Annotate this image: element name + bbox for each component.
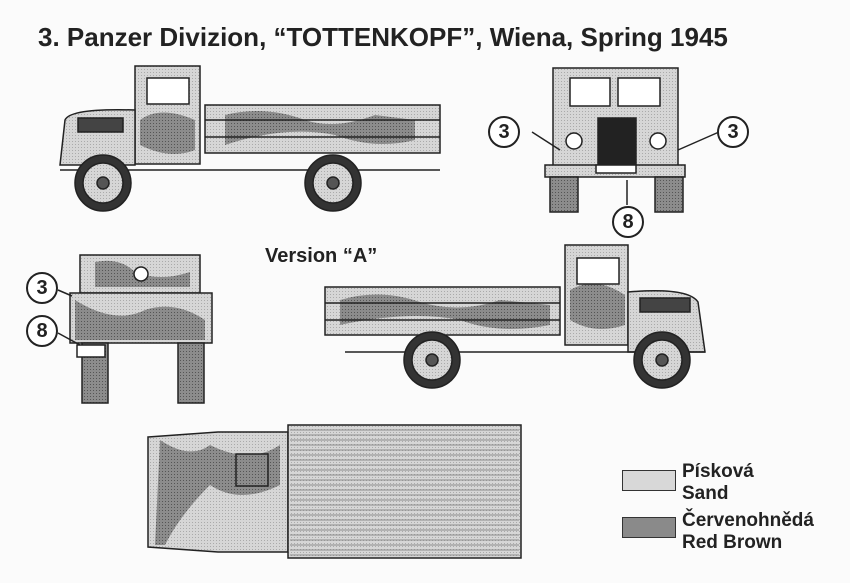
callout-front-right: 3: [717, 116, 749, 148]
side-view-left: [59, 65, 441, 212]
callout-front-bottom: 8: [612, 206, 644, 238]
callout-rear-bottom: 8: [26, 315, 58, 347]
callout-front-left: 3: [488, 116, 520, 148]
legend-swatch-sand: [622, 470, 676, 491]
top-view: [147, 424, 522, 559]
front-view: [531, 67, 720, 213]
callout-rear-top: 3: [26, 272, 58, 304]
rear-view: [57, 254, 213, 404]
page-title: 3. Panzer Divizion, “TOTTENKOPF”, Wiena,…: [38, 22, 728, 52]
version-label: Version “A”: [265, 245, 378, 267]
side-view-right: [324, 244, 706, 389]
legend-swatch-red-brown: [622, 517, 676, 538]
